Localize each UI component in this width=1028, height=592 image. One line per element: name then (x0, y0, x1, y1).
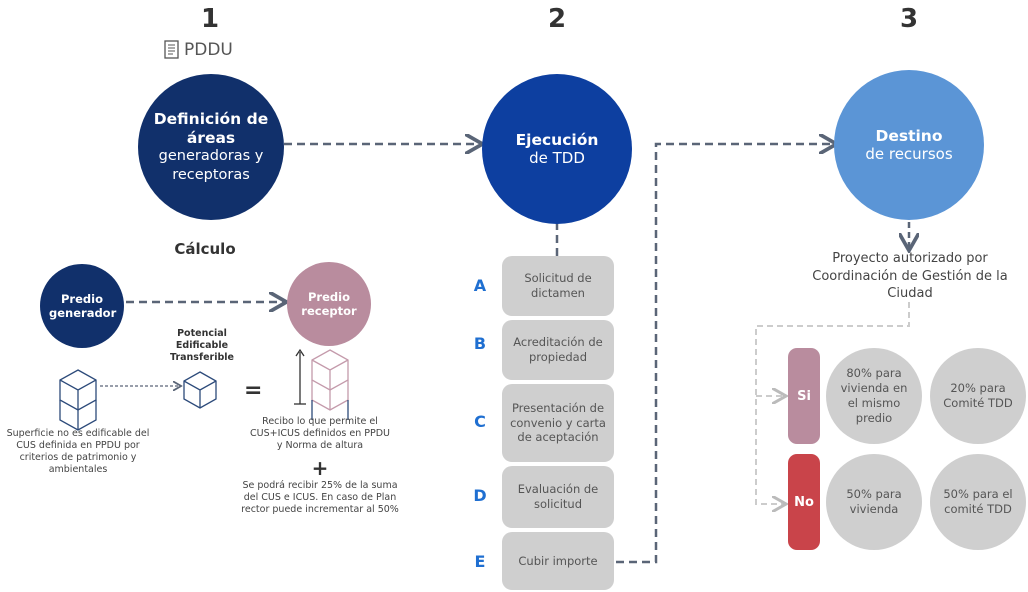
pddu-text: PDDU (184, 40, 233, 60)
step-letter-b: B (473, 334, 487, 353)
potencial-label: Potencial Edificable Transferible (170, 328, 234, 363)
branch-line (755, 302, 910, 504)
step-number-3: 3 (899, 4, 919, 34)
circle3-bold: Destino (875, 127, 943, 145)
no-label: No (794, 494, 814, 510)
no-option-b: 50% para el comité TDD (930, 454, 1026, 550)
circle-ejecucion-tdd: Ejecución de TDD (482, 74, 632, 224)
step-letter-c: C (474, 412, 486, 431)
predio-receptor-circle: Predio receptor (287, 262, 371, 346)
si-option-a-label: 80% para vivienda en el mismo predio (840, 366, 908, 425)
height-arrow-icon (294, 348, 306, 405)
left-description: Superficie no es edificable del CUS defi… (6, 428, 150, 475)
step-box-d: Evaluación de solicitud (502, 466, 614, 528)
si-label: Si (797, 388, 811, 404)
step-box-e: Cubir importe (502, 532, 614, 590)
step-b-label: Acreditación de propiedad (513, 335, 603, 364)
equals-sign: = (244, 378, 263, 403)
step-d-label: Evaluación de solicitud (517, 482, 599, 511)
step-letter-e: E (474, 552, 486, 571)
step-box-b: Acreditación de propiedad (502, 320, 614, 380)
step-c-label: Presentación de convenio y carta de acep… (510, 400, 606, 445)
step-number-2: 2 (547, 4, 567, 34)
no-option-a: 50% para vivienda (826, 454, 922, 550)
no-pill: No (788, 454, 820, 550)
pddu-label: PDDU (164, 40, 233, 60)
circle2-rest: de TDD (529, 149, 585, 167)
step-letter-a: A (473, 276, 487, 295)
si-pill: Si (788, 348, 820, 444)
stacked-cubes-right-icon (311, 349, 349, 411)
step-number-1: 1 (200, 4, 220, 34)
predio-receptor-label: Predio receptor (301, 289, 357, 318)
si-option-b: 20% para Comité TDD (930, 348, 1026, 444)
proyecto-autorizado-text: Proyecto autorizado por Coordinación de … (812, 251, 1008, 302)
step-letter-d: D (473, 486, 487, 505)
no-option-b-label: 50% para el comité TDD (943, 487, 1013, 516)
right-description-2: Se podrá recibir 25% de la suma del CUS … (241, 480, 399, 515)
step-box-a: Solicitud de dictamen (502, 256, 614, 316)
circle1-rest: generadoras y receptoras (158, 148, 264, 183)
circle1-bold: Definición de áreas (153, 110, 269, 147)
predio-generador-circle: Predio generador (40, 264, 124, 348)
si-option-b-label: 20% para Comité TDD (943, 381, 1013, 410)
cube-icon (183, 371, 217, 409)
arrow-E-3 (616, 144, 834, 564)
plus-sign: + (311, 456, 329, 480)
circle-destino-recursos: Destino de recursos (834, 70, 984, 220)
no-option-a-label: 50% para vivienda (846, 487, 902, 516)
right-description-1: Recibo lo que permite el CUS+ICUS defini… (250, 416, 390, 451)
predio-generador-label: Predio generador (49, 291, 117, 320)
document-icon (164, 40, 179, 59)
step-e-label: Cubir importe (518, 553, 598, 568)
step-a-label: Solicitud de dictamen (524, 271, 592, 300)
circle-definicion-areas: Definición de áreas generadoras y recept… (138, 74, 284, 220)
circle3-rest: de recursos (865, 145, 953, 163)
circle2-bold: Ejecución (515, 131, 599, 149)
calculo-title: Cálculo (174, 240, 236, 258)
step-box-c: Presentación de convenio y carta de acep… (502, 384, 614, 462)
si-option-a: 80% para vivienda en el mismo predio (826, 348, 922, 444)
stacked-cubes-left-icon (59, 369, 97, 431)
